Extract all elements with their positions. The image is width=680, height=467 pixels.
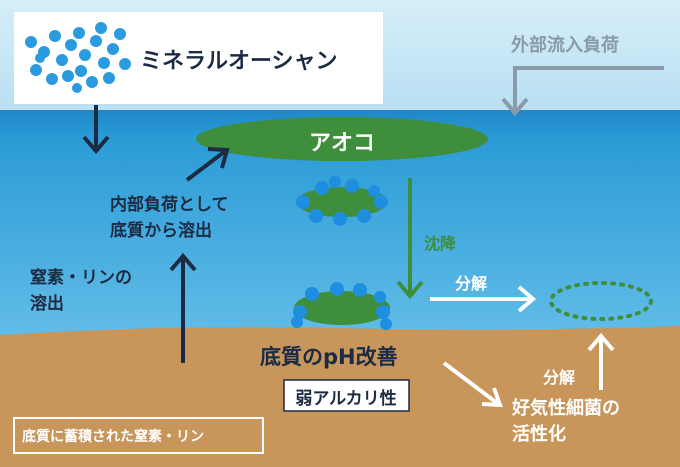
algae-cluster-bottom bbox=[291, 282, 392, 330]
internal-load-arrow bbox=[185, 150, 226, 182]
internal-load-label: 内部負荷として 底質から溶出 bbox=[110, 195, 229, 241]
accumulated-label: 底質に蓄積された窒素・リン bbox=[22, 429, 204, 445]
aoko-label: アオコ bbox=[308, 131, 376, 156]
decomposition-label-top: 分解 bbox=[455, 274, 488, 293]
aerobic-bacteria-label: 好気性細菌の 活性化 bbox=[512, 398, 620, 445]
n-p-release-label: 窒素・リンの 溶出 bbox=[30, 268, 132, 314]
aoko-bloom bbox=[196, 117, 488, 161]
ph-to-bacteria-arrow bbox=[442, 361, 499, 405]
external-load-label: 外部流入負荷 bbox=[511, 35, 619, 56]
mineral-dots-icon bbox=[25, 22, 131, 93]
external-load-arrow bbox=[513, 66, 664, 110]
sediment-ph-label: 底質のpH改善 bbox=[260, 345, 398, 369]
accumulated-box bbox=[13, 417, 264, 454]
decomposition-label-bottom: 分解 bbox=[543, 368, 576, 387]
mineral-ocean-label: ミネラルオーシャン bbox=[140, 49, 338, 74]
sedimentation-label: 沈降 bbox=[424, 234, 457, 253]
weak-alkaline-label: 弱アルカリ性 bbox=[295, 389, 397, 409]
algae-cluster-middle bbox=[296, 176, 388, 226]
weak-alkaline-box bbox=[283, 379, 410, 412]
decomposed-algae-outline bbox=[549, 281, 653, 321]
